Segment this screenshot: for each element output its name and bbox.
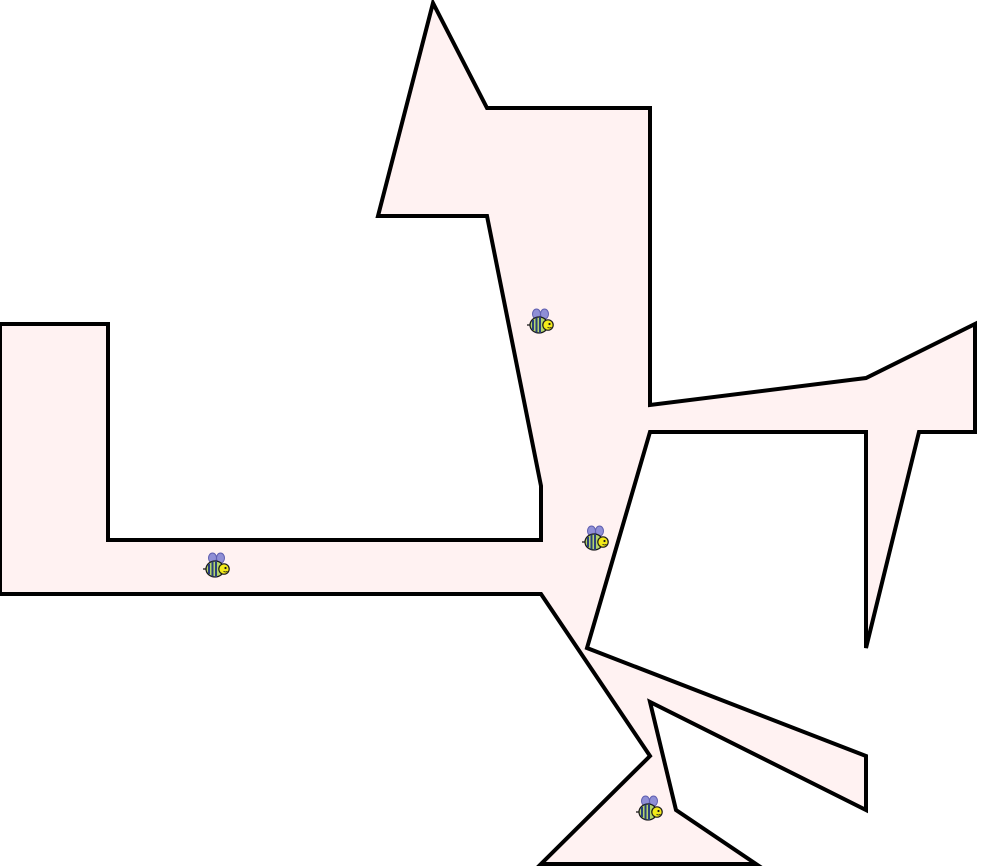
maze-path-main: [0, 0, 977, 866]
